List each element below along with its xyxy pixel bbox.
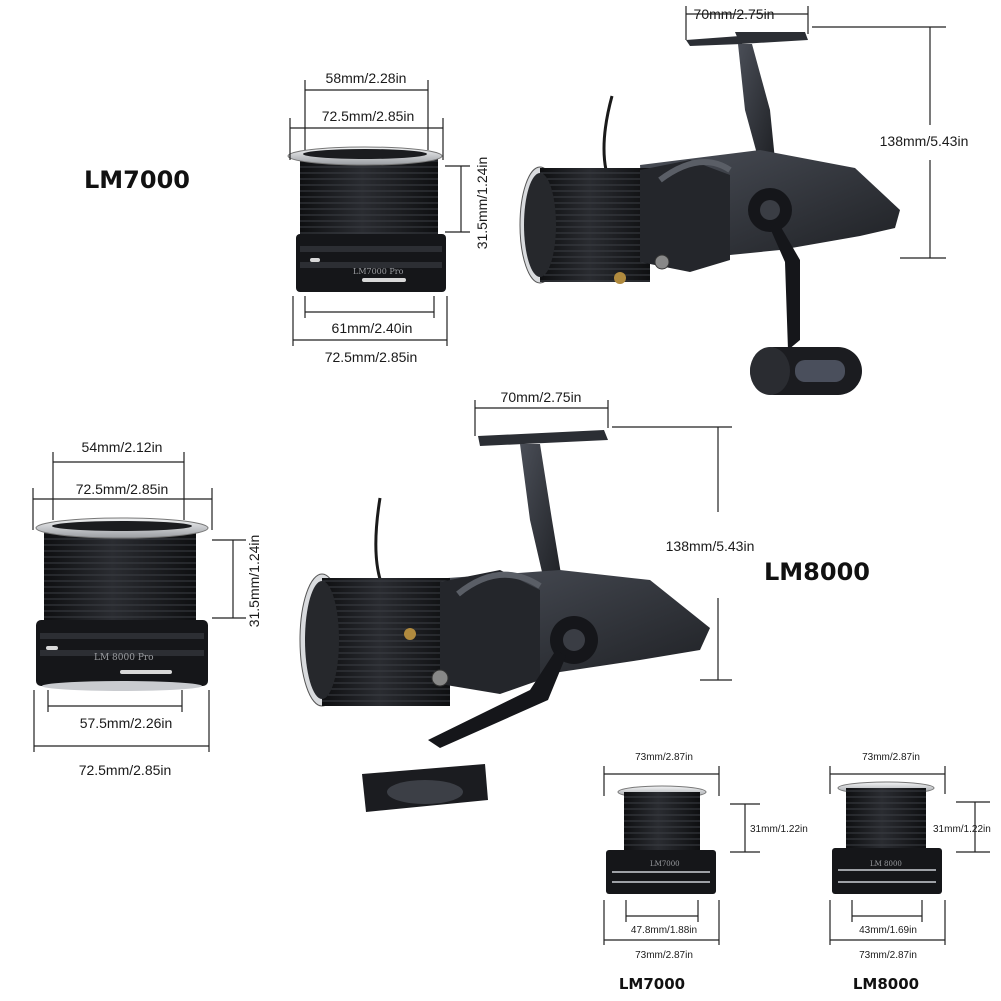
- lm7000-spool-height: 31.5mm/1.24in: [474, 157, 490, 250]
- lm8000-reel-handle-width: 70mm/2.75in: [501, 389, 582, 405]
- lm7000-spool-image: LM7000 Pro: [287, 146, 446, 292]
- small-lm8000-dims: 73mm/2.87in 31mm/1.22in 43mm/1.69in 73mm…: [829, 752, 991, 961]
- small-lm8000-spool-image: LM 8000: [832, 781, 942, 894]
- lm8000-spool-base-inner: 57.5mm/2.26in: [80, 715, 173, 731]
- lm7000-reel-height: 138mm/5.43in: [880, 133, 969, 149]
- small-lm7000-dims: 73mm/2.87in 31mm/1.22in 47.8mm/1.88in 73…: [603, 752, 808, 961]
- small-lm7000-spool-image: LM7000: [606, 785, 716, 894]
- small-lm8000-label: LM 8000: [870, 860, 902, 868]
- lm7000-spool-base-width: 72.5mm/2.85in: [325, 349, 418, 365]
- lm7000-reel-image: [519, 32, 900, 395]
- lm8000-spool-height: 31.5mm/1.24in: [246, 535, 262, 628]
- small-lm8000-bottom: 73mm/2.87in: [859, 950, 917, 961]
- small-lm7000-caption: LM7000: [619, 975, 685, 993]
- lm8000-reel-image: [299, 430, 710, 812]
- lm8000-spool-top-width: 54mm/2.12in: [82, 439, 163, 455]
- small-lm8000-height: 31mm/1.22in: [933, 824, 991, 835]
- lm8000-spool-base-width: 72.5mm/2.85in: [79, 762, 172, 778]
- lm8000-title: LM8000: [764, 558, 870, 586]
- lm7000-spool-base-inner: 61mm/2.40in: [332, 320, 413, 336]
- small-lm7000-top: 73mm/2.87in: [635, 752, 693, 763]
- small-lm7000-bottom: 73mm/2.87in: [635, 950, 693, 961]
- lm8000-spool-image: LM 8000 Pro: [35, 517, 209, 691]
- small-lm8000-inner: 43mm/1.69in: [859, 925, 917, 936]
- lm7000-spool-top-width: 58mm/2.28in: [326, 70, 407, 86]
- lm7000-spool-label: LM7000 Pro: [353, 267, 404, 276]
- small-lm7000-label: LM7000: [650, 860, 680, 868]
- small-lm8000-caption: LM8000: [853, 975, 919, 993]
- small-lm7000-inner: 47.8mm/1.88in: [631, 925, 697, 936]
- lm8000-spool-dims: 54mm/2.12in 72.5mm/2.85in 31.5mm/1.24in …: [32, 439, 262, 778]
- lm7000-reel-dims: 70mm/2.75in 138mm/5.43in: [685, 6, 969, 259]
- lm8000-spool-lip-width: 72.5mm/2.85in: [76, 481, 169, 497]
- lm8000-reel-dims: 70mm/2.75in 138mm/5.43in: [474, 389, 755, 681]
- small-lm8000-top: 73mm/2.87in: [862, 752, 920, 763]
- lm7000-spool-dims: 58mm/2.28in 72.5mm/2.85in 31.5mm/1.24in …: [289, 70, 490, 365]
- lm8000-spool-label: LM 8000 Pro: [94, 653, 154, 663]
- lm8000-reel-height: 138mm/5.43in: [666, 538, 755, 554]
- lm7000-title: LM7000: [84, 166, 190, 194]
- lm7000-reel-handle-width: 70mm/2.75in: [694, 6, 775, 22]
- small-lm7000-height: 31mm/1.22in: [750, 824, 808, 835]
- lm7000-spool-lip-width: 72.5mm/2.85in: [322, 108, 415, 124]
